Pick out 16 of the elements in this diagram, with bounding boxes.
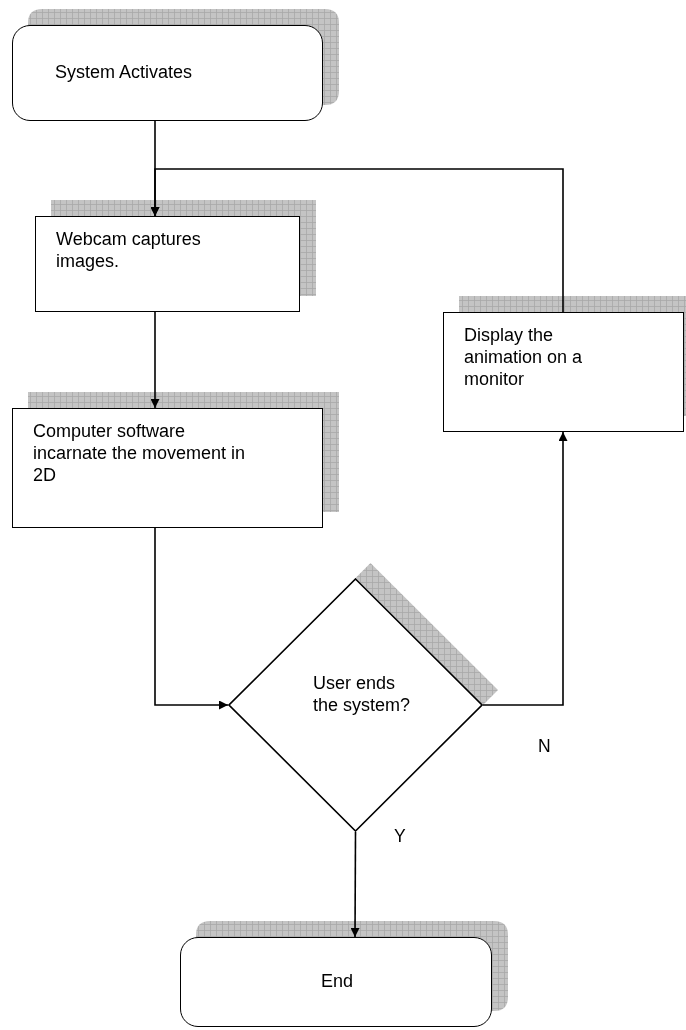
arrow — [150, 168, 564, 313]
process-box — [12, 408, 323, 528]
terminal-box — [12, 25, 323, 121]
process-box — [443, 312, 684, 432]
node-label: End — [320, 971, 354, 993]
node-label: User ends the system? — [313, 673, 412, 717]
node-label: Computer software incarnate the movement in 2D — [33, 421, 247, 487]
arrow — [150, 311, 160, 409]
terminal-box — [180, 937, 492, 1027]
node-label: System Activates — [55, 62, 194, 84]
node-label: Webcam captures images. — [56, 229, 202, 273]
node-label: Display the animation on a monitor — [464, 325, 584, 391]
process-box — [35, 216, 300, 312]
arrow — [154, 527, 229, 710]
arrow — [350, 831, 360, 938]
arrow — [482, 431, 568, 706]
